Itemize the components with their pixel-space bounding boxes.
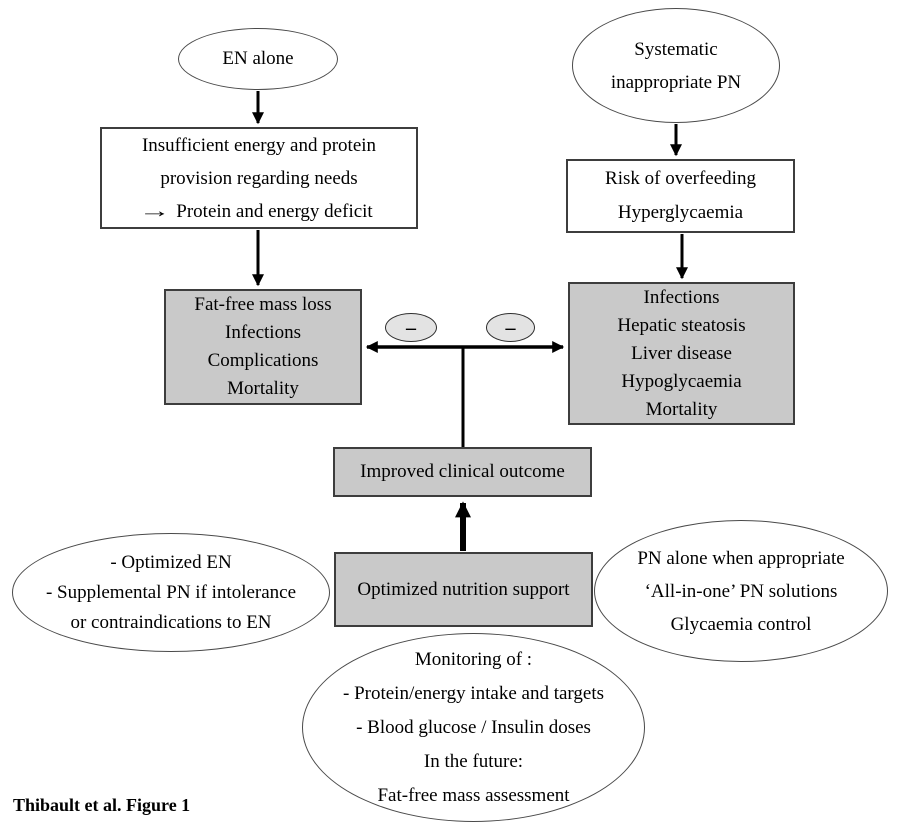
- node-risk-overfeeding: Risk of overfeeding Hyperglycaemia: [566, 159, 795, 233]
- node-pn-outcomes-line: Mortality: [645, 398, 718, 420]
- node-en-alone-label: EN alone: [222, 48, 294, 69]
- node-insufficient-line: provision regarding needs: [160, 167, 358, 189]
- node-optimized-en: - Optimized EN - Supplemental PN if into…: [12, 533, 330, 652]
- node-insufficient-energy-protein: Insufficient energy and protein provisio…: [100, 127, 418, 229]
- node-monitoring-line: - Protein/energy intake and targets: [343, 682, 604, 704]
- node-pn-alone: PN alone when appropriate ‘All-in-one’ P…: [594, 520, 888, 662]
- node-en-outcomes-line: Fat-free mass loss: [194, 294, 332, 315]
- node-pn-outcomes-line: Infections: [643, 286, 720, 308]
- node-risk-line: Risk of overfeeding: [605, 168, 756, 189]
- node-pn-outcomes: Infections Hepatic steatosis Liver disea…: [568, 282, 795, 425]
- node-pn-alone-line: ‘All-in-one’ PN solutions: [644, 580, 838, 602]
- negative-effect-badge-right: –: [486, 313, 535, 342]
- node-improved-clinical-outcome: Improved clinical outcome: [333, 447, 592, 497]
- node-monitoring-line: - Blood glucose / Insulin doses: [356, 716, 591, 738]
- node-pn-outcomes-line: Liver disease: [631, 342, 732, 364]
- node-monitoring-line: Monitoring of :: [414, 648, 533, 670]
- right-arrow-icon: →: [138, 200, 171, 222]
- node-pn-alone-line: Glycaemia control: [670, 613, 812, 635]
- node-pn-outcomes-line: Hypoglycaemia: [621, 370, 742, 392]
- node-en-outcomes: Fat-free mass loss Infections Complicati…: [164, 289, 362, 405]
- node-insufficient-deficit-text: Protein and energy deficit: [176, 200, 373, 222]
- node-pn-alone-line: PN alone when appropriate: [637, 547, 845, 569]
- node-en-outcomes-line: Complications: [207, 350, 319, 371]
- node-systematic-inappropriate-pn: Systematic inappropriate PN: [572, 8, 780, 123]
- node-en-outcomes-line: Infections: [225, 322, 301, 343]
- node-insufficient-line: → Protein and energy deficit: [139, 195, 373, 228]
- node-pn-outcomes-line: Hepatic steatosis: [617, 314, 746, 336]
- node-systematic-line: inappropriate PN: [610, 71, 742, 93]
- node-risk-line: Hyperglycaemia: [617, 202, 744, 223]
- minus-icon: –: [505, 316, 516, 339]
- node-optimized-en-line: - Supplemental PN if intolerance: [45, 581, 297, 603]
- node-optimized-en-line: or contraindications to EN: [70, 611, 272, 633]
- node-monitoring-line: In the future:: [423, 750, 524, 772]
- node-optimized-en-line: - Optimized EN: [110, 551, 232, 573]
- node-improved-label: Improved clinical outcome: [360, 461, 565, 482]
- node-monitoring: Monitoring of : - Protein/energy intake …: [302, 633, 645, 822]
- node-systematic-line: Systematic: [634, 38, 718, 60]
- node-en-alone: EN alone: [178, 28, 338, 90]
- minus-icon: –: [406, 316, 416, 339]
- negative-effect-badge-left: –: [385, 313, 437, 342]
- node-insufficient-line: Insufficient energy and protein: [141, 134, 377, 156]
- node-optimized-nutrition-support: Optimized nutrition support: [334, 552, 593, 627]
- node-optimized-label: Optimized nutrition support: [357, 578, 570, 600]
- node-monitoring-line: Fat-free mass assessment: [377, 784, 570, 806]
- node-en-outcomes-line: Mortality: [227, 378, 299, 399]
- figure-caption: Thibault et al. Figure 1: [13, 795, 191, 815]
